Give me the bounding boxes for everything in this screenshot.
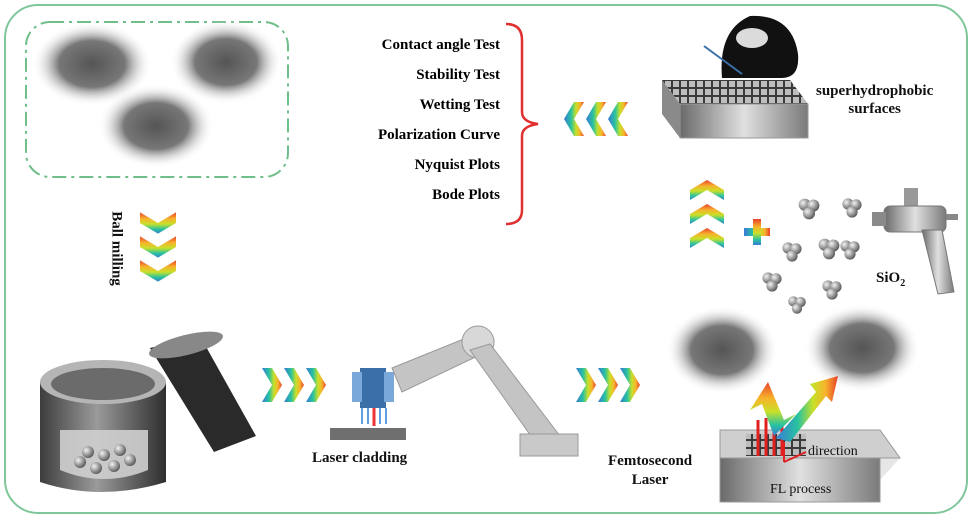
lipss-sem-image-1 xyxy=(666,306,778,394)
tests-list: Contact angle Test Stability Test Wettin… xyxy=(330,30,500,210)
sio2-arrow-2 xyxy=(690,204,724,224)
sio2-particle-2 xyxy=(842,198,862,218)
sio2-particle-6 xyxy=(762,272,782,292)
sio2-label-subscript: 2 xyxy=(900,278,906,289)
sio2-particle-3 xyxy=(818,238,840,260)
powder-sem-image-3 xyxy=(98,84,214,168)
direction-label: direction xyxy=(808,444,858,459)
test-nyquist-plots: Nyquist Plots xyxy=(414,157,500,173)
laser-cladding-arrow-3 xyxy=(306,368,326,402)
sio2-particle-5 xyxy=(840,240,860,260)
sio2-arrow-3 xyxy=(690,228,724,248)
test-wetting: Wetting Test xyxy=(419,97,500,113)
fl-process-label: FL process xyxy=(770,482,832,497)
outer-frame xyxy=(4,4,968,514)
test-contact-angle: Contact angle Test xyxy=(381,37,500,53)
laser-cladding-arrow-2 xyxy=(284,368,304,402)
ball-milling-arrow-2 xyxy=(140,236,176,258)
sio2-particle-1 xyxy=(798,198,820,220)
robot-arm-icon xyxy=(330,325,579,457)
laser-cladding-label: Laser cladding xyxy=(312,450,408,466)
test-polarization-curve: Polarization Curve xyxy=(377,127,500,143)
tests-arrow-3 xyxy=(608,102,628,136)
lipss-sem-image-2 xyxy=(804,304,920,392)
powder-panel-border xyxy=(25,21,289,178)
femtosecond-arrow-1 xyxy=(576,368,596,402)
powder-sem-image-1 xyxy=(32,22,152,106)
ball-milling-label: Ball milling xyxy=(108,211,125,286)
sio2-particle-4 xyxy=(782,242,802,262)
superhydrophobic-label-line2: surfaces xyxy=(848,101,901,117)
ball-milling-arrow-1 xyxy=(140,212,176,234)
milling-jar-icon xyxy=(40,331,256,492)
powder-sem-image-2 xyxy=(170,20,282,104)
tests-arrow-2 xyxy=(586,102,606,136)
sio2-arrow-1 xyxy=(690,180,724,200)
femtosecond-arrow-3 xyxy=(620,368,640,402)
femtosecond-label: Femtosecond Laser xyxy=(608,452,692,490)
laser-cladding-arrow-1 xyxy=(262,368,282,402)
test-bode-plots: Bode Plots xyxy=(432,187,500,203)
sio2-particle-7 xyxy=(822,280,842,300)
plus-icon xyxy=(744,219,770,245)
femtosecond-arrow-2 xyxy=(598,368,618,402)
sio2-label: SiO2 xyxy=(876,270,905,289)
superhydrophobic-label: superhydrophobic surfaces xyxy=(816,82,933,118)
ball-milling-arrow-3 xyxy=(140,260,176,282)
sio2-label-text: SiO xyxy=(876,270,901,286)
test-stability: Stability Test xyxy=(416,67,500,83)
femtosecond-label-line2: Laser xyxy=(631,472,669,488)
superhydrophobic-surface-icon xyxy=(662,15,809,139)
split-arrow-icon xyxy=(750,376,838,442)
tests-brace xyxy=(505,22,539,226)
tests-arrow-1 xyxy=(564,102,584,136)
femtosecond-label-line1: Femtosecond xyxy=(608,453,693,469)
superhydrophobic-label-line1: superhydrophobic xyxy=(816,83,934,99)
spray-gun-icon xyxy=(872,188,958,295)
sio2-particle-8 xyxy=(788,296,806,314)
